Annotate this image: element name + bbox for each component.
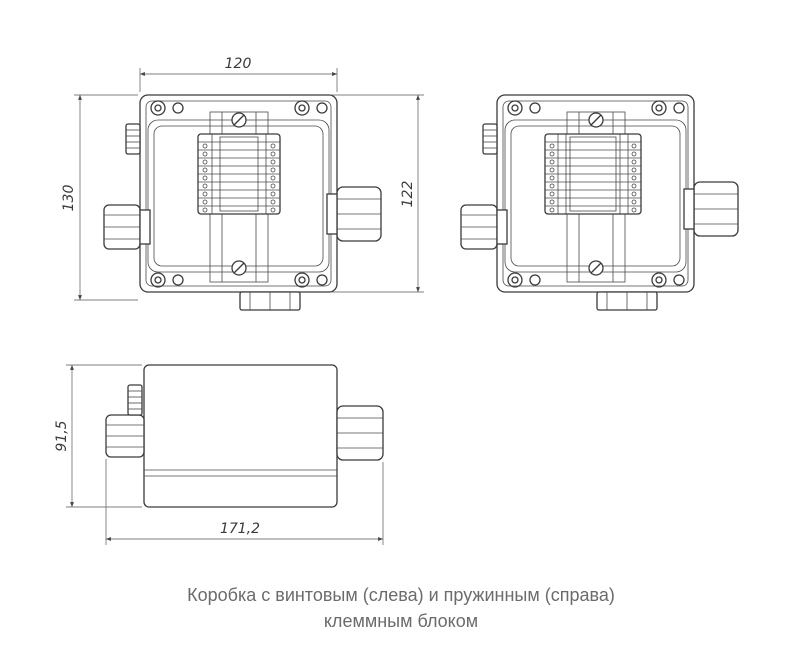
box-spring-terminal-top-view <box>460 94 739 311</box>
box-screw-terminal-top-view <box>103 94 382 311</box>
dimension-top-width: 120 <box>139 56 338 92</box>
dim-label-height-left: 130 <box>61 185 77 212</box>
box-side-view <box>105 364 384 508</box>
dim-label-side-height: 91,5 <box>54 420 70 451</box>
dimension-height-right: 122 <box>330 94 424 293</box>
dimension-side-height: 91,5 <box>54 364 142 508</box>
technical-drawing: 120 130 122 <box>54 56 739 545</box>
dim-label-height-right: 122 <box>400 181 416 208</box>
dimension-height-left: 130 <box>61 94 138 301</box>
dim-label-width: 120 <box>225 56 252 72</box>
dimension-side-length: 171,2 <box>105 459 384 545</box>
caption-line-2: клеммным блоком <box>323 611 479 631</box>
dim-label-side-length: 171,2 <box>220 521 260 537</box>
caption-line-1: Коробка с винтовым (слева) и пружинным (… <box>187 585 615 605</box>
